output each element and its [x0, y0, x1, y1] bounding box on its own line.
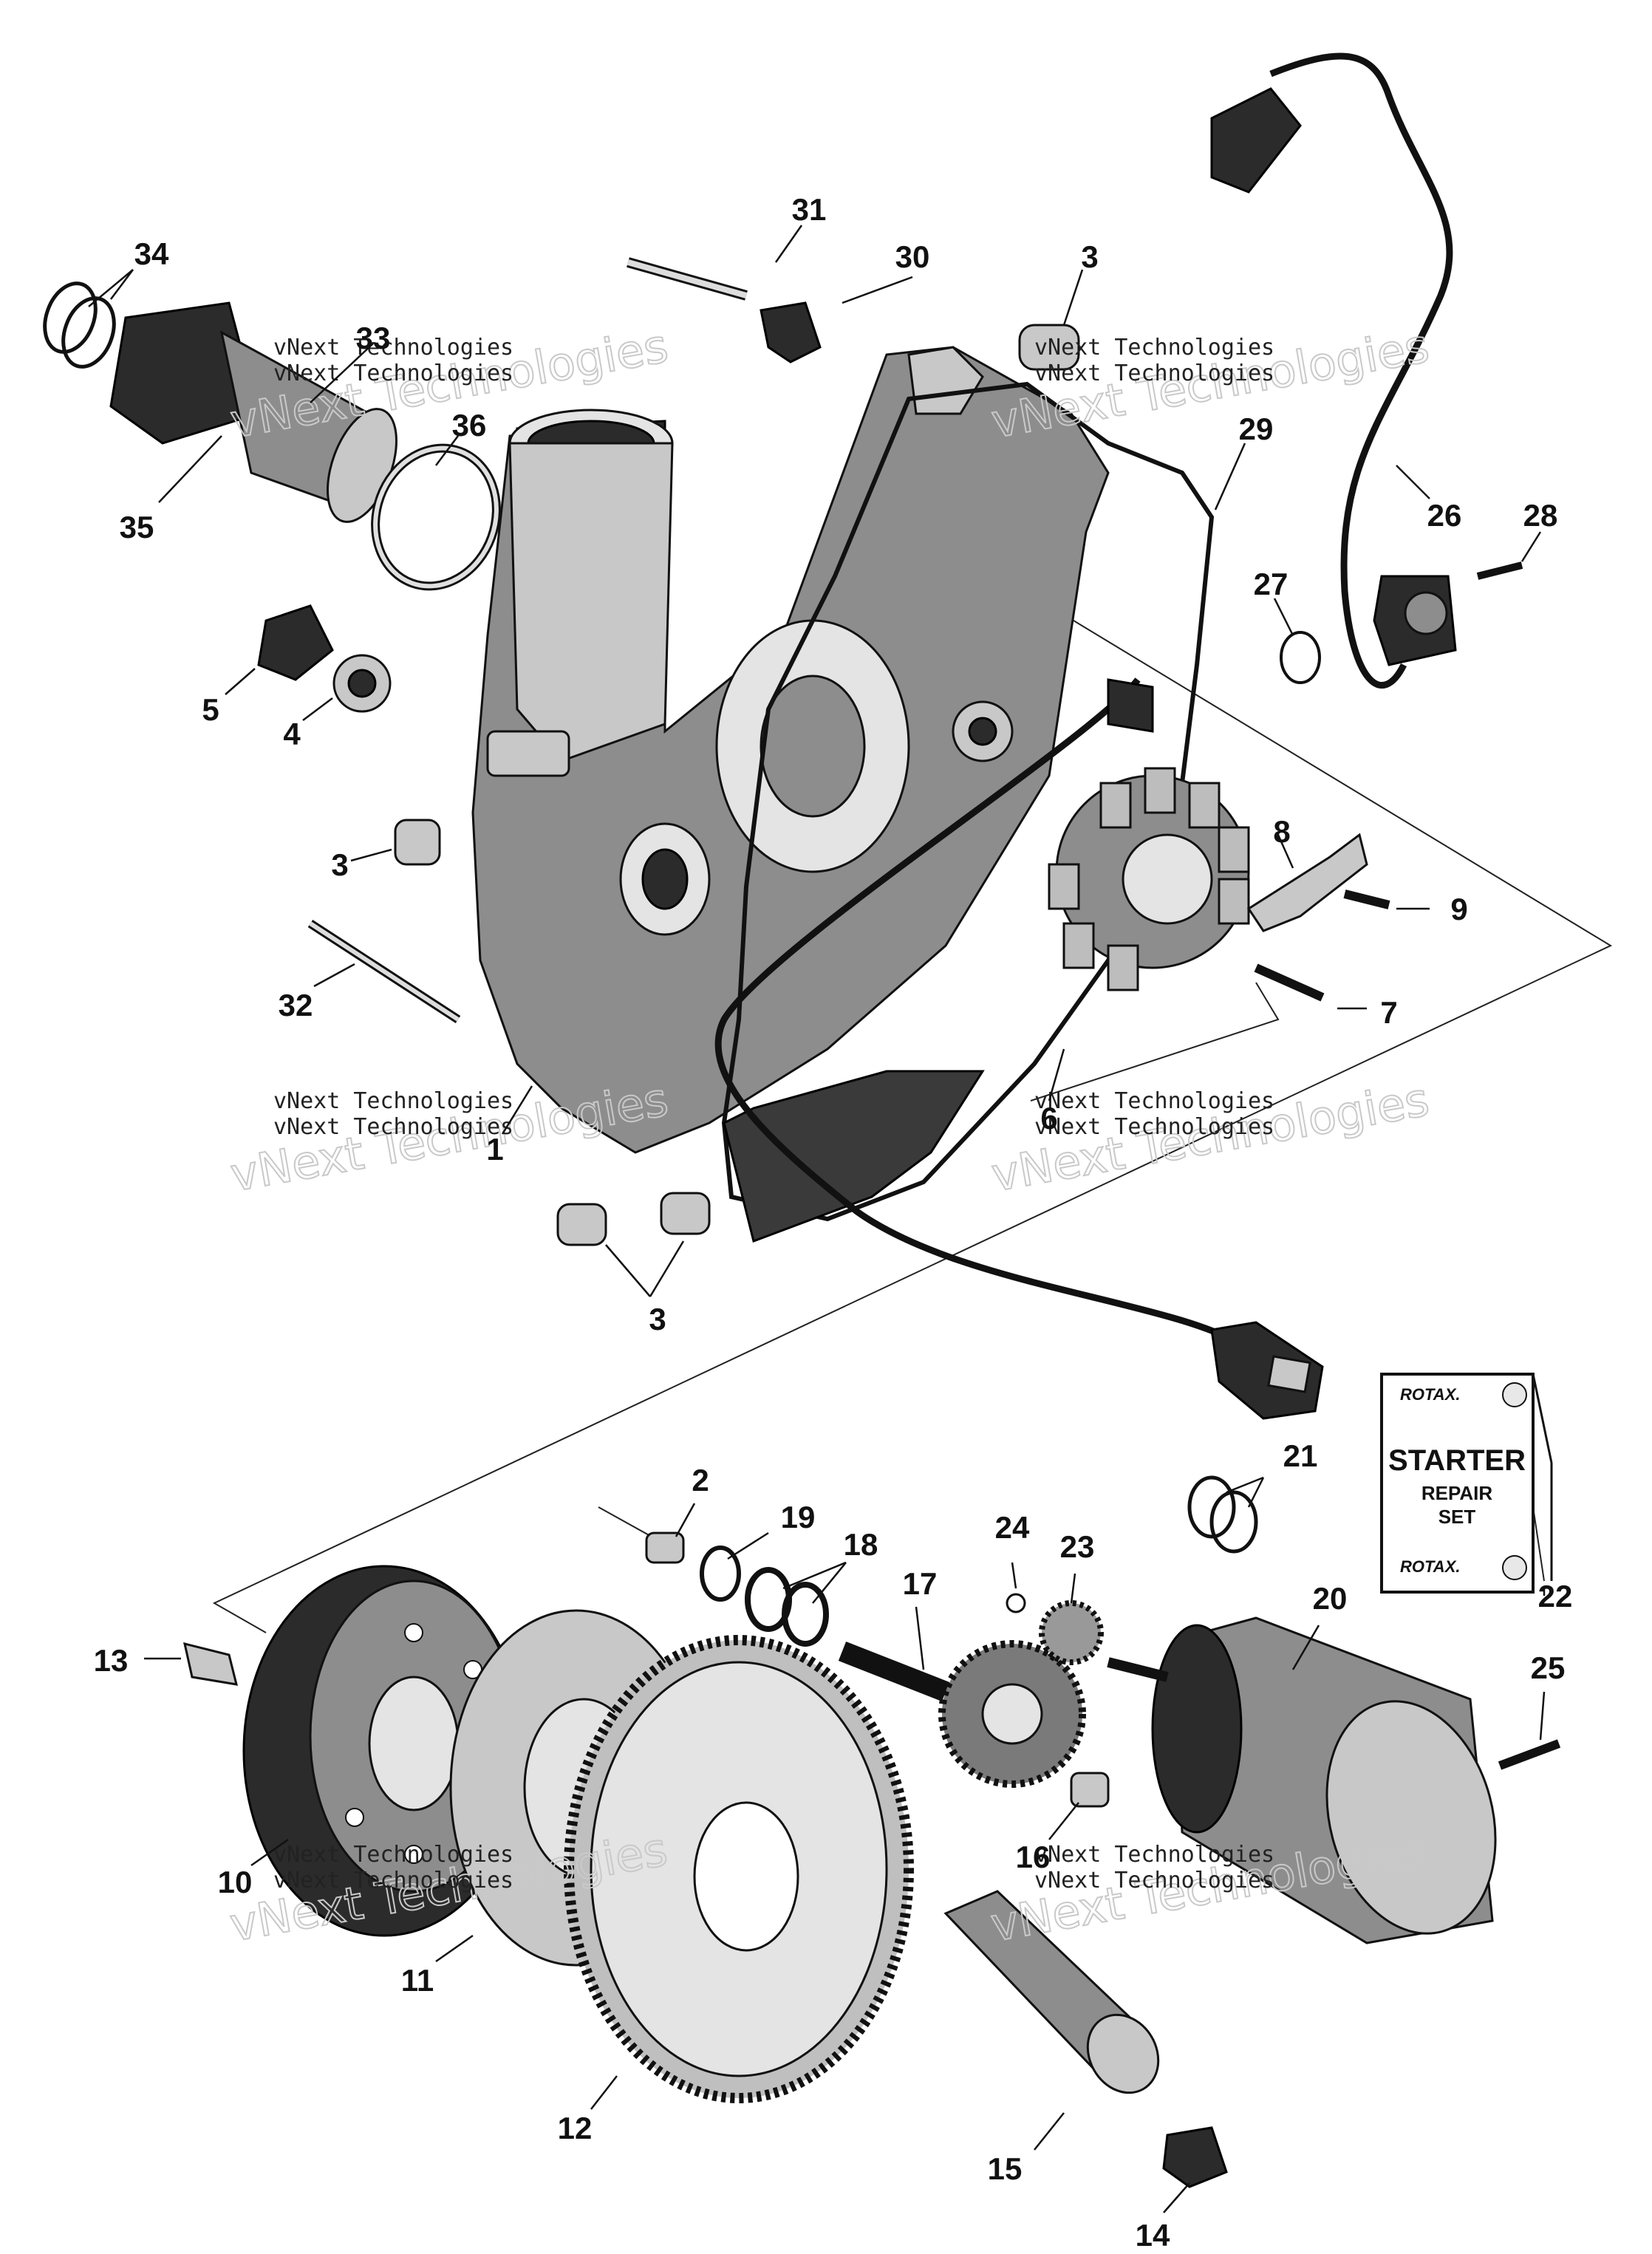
- callout-31: 31: [792, 192, 827, 227]
- leader-lines: [88, 225, 1546, 2213]
- watermark-small-2b: vNext Technologies: [1034, 361, 1274, 386]
- crankshaft-position-sensor: [1210, 52, 1457, 689]
- watermark-small-6: vNext Technologies: [1034, 1842, 1274, 1868]
- upper-small-parts: [43, 257, 1523, 1246]
- rotax-logo-bottom: ROTAX.: [1400, 1557, 1460, 1576]
- callout-30: 30: [895, 239, 930, 274]
- starter-small-parts: [183, 1475, 1561, 2188]
- callout-34: 34: [134, 236, 169, 271]
- watermark-small-4b: vNext Technologies: [1034, 1114, 1274, 1140]
- callout-13: 13: [94, 1643, 129, 1678]
- watermark-small-6b: vNext Technologies: [1034, 1868, 1274, 1893]
- callout-5: 5: [202, 692, 219, 727]
- callout-16: 16: [1016, 1840, 1051, 1874]
- starter-motor: [1107, 1616, 1497, 1944]
- repair-label-line2: REPAIR: [1421, 1482, 1493, 1504]
- callout-3-left: 3: [331, 847, 348, 882]
- repair-label-line3: SET: [1438, 1506, 1476, 1528]
- callout-15: 15: [988, 2151, 1023, 2186]
- watermark-small-3b: vNext Technologies: [273, 1114, 513, 1140]
- callout-17: 17: [903, 1566, 938, 1601]
- callout-10: 10: [218, 1865, 253, 1899]
- callout-24: 24: [995, 1510, 1030, 1545]
- callout-numbers: 34 33 35 36 31 30 3 29 26 28 27 5 4 3 8 …: [94, 192, 1573, 2253]
- callout-33: 33: [356, 321, 391, 355]
- callout-6: 6: [1040, 1101, 1057, 1135]
- starter-repair-set-card: ROTAX. STARTER REPAIR SET ROTAX.: [1380, 1373, 1553, 1594]
- repair-label-line1: STARTER: [1388, 1444, 1526, 1477]
- callout-12: 12: [558, 2111, 593, 2145]
- callout-9: 9: [1450, 892, 1467, 926]
- callout-22: 22: [1538, 1579, 1573, 1613]
- callout-35: 35: [120, 510, 154, 544]
- callout-23: 23: [1060, 1529, 1095, 1564]
- callout-25: 25: [1531, 1650, 1566, 1685]
- callout-27: 27: [1254, 567, 1289, 601]
- callout-11: 11: [401, 1963, 434, 1998]
- callout-36: 36: [452, 408, 487, 443]
- watermark-small-5b: vNext Technologies: [273, 1868, 513, 1893]
- watermark-small-3: vNext Technologies: [273, 1088, 513, 1114]
- callout-18: 18: [844, 1527, 878, 1562]
- watermark-small-5: vNext Technologies: [273, 1842, 513, 1868]
- watermark-small-4: vNext Technologies: [1034, 1088, 1274, 1114]
- callout-20: 20: [1313, 1581, 1348, 1616]
- stator: [714, 677, 1324, 1420]
- rotax-logo-top: ROTAX.: [1400, 1385, 1460, 1404]
- callout-29: 29: [1239, 411, 1274, 446]
- callout-3-top: 3: [1081, 239, 1098, 274]
- callout-21: 21: [1283, 1438, 1318, 1473]
- stator-connector: [1210, 1321, 1324, 1420]
- flywheel: [242, 1565, 526, 1937]
- callout-32: 32: [279, 988, 313, 1022]
- callout-28: 28: [1523, 498, 1558, 533]
- callout-2: 2: [692, 1463, 709, 1497]
- watermark-small-1b: vNext Technologies: [273, 361, 513, 386]
- watermark-small-2: vNext Technologies: [1034, 335, 1274, 361]
- callout-14: 14: [1136, 2218, 1170, 2253]
- magneto-housing: [471, 346, 1110, 1154]
- callout-26: 26: [1427, 498, 1462, 533]
- callout-3-bottom: 3: [649, 1302, 666, 1336]
- callout-7: 7: [1380, 995, 1397, 1030]
- watermark-small-1: vNext Technologies: [273, 335, 513, 361]
- callout-1: 1: [486, 1132, 503, 1167]
- callout-19: 19: [781, 1500, 816, 1534]
- ring-gear: [564, 1635, 914, 2103]
- callout-4: 4: [283, 717, 301, 751]
- housing-gasket: [721, 381, 1215, 1243]
- callout-8: 8: [1273, 814, 1290, 849]
